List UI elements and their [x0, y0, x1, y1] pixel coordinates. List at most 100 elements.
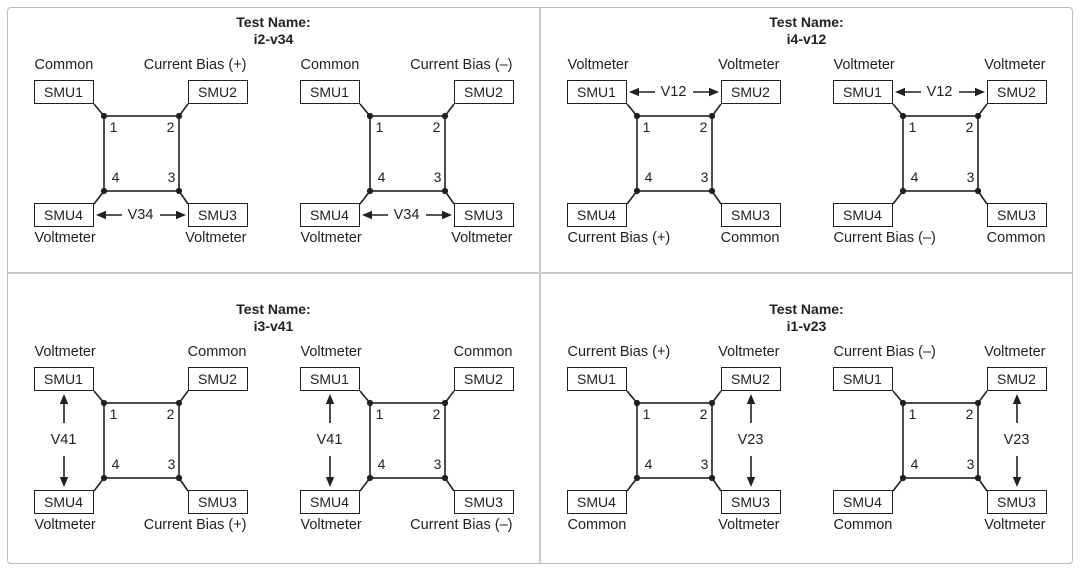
voltage-label: V12: [926, 84, 953, 100]
role-label-smu3: Voltmeter: [451, 230, 513, 246]
role-label-smu4: Voltmeter: [300, 230, 362, 246]
pad-3-label: 3: [700, 456, 709, 472]
role-label-smu3: Voltmeter: [718, 517, 780, 533]
pad-2-label: 2: [432, 406, 441, 422]
test-title: Test Name: i4-v12: [540, 14, 1073, 47]
role-label-smu4: Common: [833, 517, 893, 533]
pad-2-label: 2: [965, 119, 974, 135]
smu4-box: SMU4: [33, 490, 94, 514]
smu2-box: SMU2: [986, 80, 1047, 104]
connection-diagram-i1-v23-positive: Current Bias (+) Voltmeter SMU1 SMU2 SMU…: [566, 344, 781, 534]
role-label-smu4: Voltmeter: [34, 230, 96, 246]
pad-3-label: 3: [433, 456, 442, 472]
pad-1-label: 1: [908, 119, 917, 135]
connection-diagram-i4-v12-positive: Voltmeter Voltmeter SMU1 SMU2 SMU4 SMU3 …: [566, 57, 781, 247]
pad-1-label: 1: [109, 406, 118, 422]
role-label-smu4: Voltmeter: [300, 517, 362, 533]
smu2-box: SMU2: [187, 80, 248, 104]
role-label-smu1: Common: [300, 57, 360, 73]
role-label-smu3: Voltmeter: [185, 230, 247, 246]
role-label-smu3: Current Bias (+): [143, 517, 247, 533]
voltage-label: V41: [50, 432, 77, 448]
smu4-box: SMU4: [299, 203, 360, 227]
voltage-label: V12: [660, 84, 687, 100]
pad-2-label: 2: [166, 406, 175, 422]
smu2-box: SMU2: [720, 367, 781, 391]
pad-4-label: 4: [111, 169, 120, 185]
wiring-graphic: [358, 103, 455, 220]
pad-2-label: 2: [965, 406, 974, 422]
wiring-graphic: [891, 390, 1021, 492]
test-name: i1-v23: [786, 317, 827, 334]
smu3-box: SMU3: [187, 203, 248, 227]
wiring-graphic: [891, 87, 988, 205]
role-label-smu3: Voltmeter: [984, 517, 1046, 533]
role-label-smu2: Common: [453, 344, 513, 360]
pad-3-label: 3: [167, 456, 176, 472]
wiring-graphic: [59, 390, 189, 492]
voltage-label: V23: [1003, 432, 1030, 448]
test-title-prefix: Test Name:: [769, 14, 844, 30]
role-label-smu4: Common: [567, 517, 627, 533]
smu3-box: SMU3: [453, 490, 514, 514]
test-title: Test Name: i2-v34: [7, 14, 540, 47]
pad-2-label: 2: [699, 119, 708, 135]
smu3-box: SMU3: [720, 203, 781, 227]
wiring-graphic: [625, 390, 755, 492]
role-label-smu4: Current Bias (–): [833, 230, 936, 246]
test-title-prefix: Test Name:: [236, 301, 311, 317]
pad-4-label: 4: [377, 456, 386, 472]
pad-1-label: 1: [109, 119, 118, 135]
diagram-row: Voltmeter Voltmeter SMU1 SMU2 SMU4 SMU3 …: [540, 57, 1073, 247]
smu1-box: SMU1: [33, 367, 94, 391]
smu1-box: SMU1: [832, 80, 893, 104]
connection-diagram-i3-v41-positive: Voltmeter Common SMU1 SMU2 SMU4 SMU3 1 2…: [33, 344, 248, 534]
role-label-smu1: Voltmeter: [300, 344, 362, 360]
role-label-smu2: Voltmeter: [984, 57, 1046, 73]
test-title: Test Name: i1-v23: [540, 301, 1073, 334]
pad-2-label: 2: [699, 406, 708, 422]
role-label-smu4: Current Bias (+): [567, 230, 671, 246]
role-label-smu4: Voltmeter: [34, 517, 96, 533]
smu2-box: SMU2: [187, 367, 248, 391]
smu2-box: SMU2: [986, 367, 1047, 391]
diagram-row: Current Bias (+) Voltmeter SMU1 SMU2 SMU…: [540, 344, 1073, 534]
test-title: Test Name: i3-v41: [7, 301, 540, 334]
connection-diagram-i2-v34-positive: Common Current Bias (+) SMU1 SMU2 SMU4 S…: [33, 57, 248, 247]
diagram-row: Common Current Bias (+) SMU1 SMU2 SMU4 S…: [7, 57, 540, 247]
smu3-box: SMU3: [986, 490, 1047, 514]
role-label-smu1: Voltmeter: [34, 344, 96, 360]
panel-i3-v41: Test Name: i3-v41 Voltmeter Common SMU1 …: [7, 273, 540, 564]
pad-1-label: 1: [642, 119, 651, 135]
test-title-prefix: Test Name:: [769, 301, 844, 317]
role-label-smu1: Current Bias (+): [567, 344, 671, 360]
test-name: i3-v41: [253, 317, 294, 334]
smu3-box: SMU3: [453, 203, 514, 227]
smu1-box: SMU1: [832, 367, 893, 391]
smu4-box: SMU4: [566, 490, 627, 514]
horizontal-divider: [8, 272, 1072, 274]
smu3-box: SMU3: [986, 203, 1047, 227]
smu3-box: SMU3: [720, 490, 781, 514]
pad-3-label: 3: [167, 169, 176, 185]
pad-3-label: 3: [433, 169, 442, 185]
role-label-smu2: Current Bias (–): [410, 57, 513, 73]
role-label-smu1: Voltmeter: [833, 57, 895, 73]
connection-diagram-i3-v41-negative: Voltmeter Common SMU1 SMU2 SMU4 SMU3 1 2…: [299, 344, 514, 534]
pad-2-label: 2: [166, 119, 175, 135]
diagram-row: Voltmeter Common SMU1 SMU2 SMU4 SMU3 1 2…: [7, 344, 540, 534]
wiring-graphic: [92, 103, 189, 220]
pad-2-label: 2: [432, 119, 441, 135]
role-label-smu3: Common: [720, 230, 780, 246]
role-label-smu3: Current Bias (–): [410, 517, 513, 533]
pad-3-label: 3: [966, 169, 975, 185]
smu2-box: SMU2: [453, 80, 514, 104]
voltage-label: V34: [393, 207, 420, 223]
pad-4-label: 4: [644, 456, 653, 472]
smu4-box: SMU4: [33, 203, 94, 227]
panel-i4-v12: Test Name: i4-v12 Voltmeter Voltmeter SM…: [540, 7, 1073, 273]
pad-3-label: 3: [700, 169, 709, 185]
test-name: i4-v12: [786, 30, 827, 47]
smu1-box: SMU1: [566, 367, 627, 391]
voltage-label: V34: [127, 207, 154, 223]
